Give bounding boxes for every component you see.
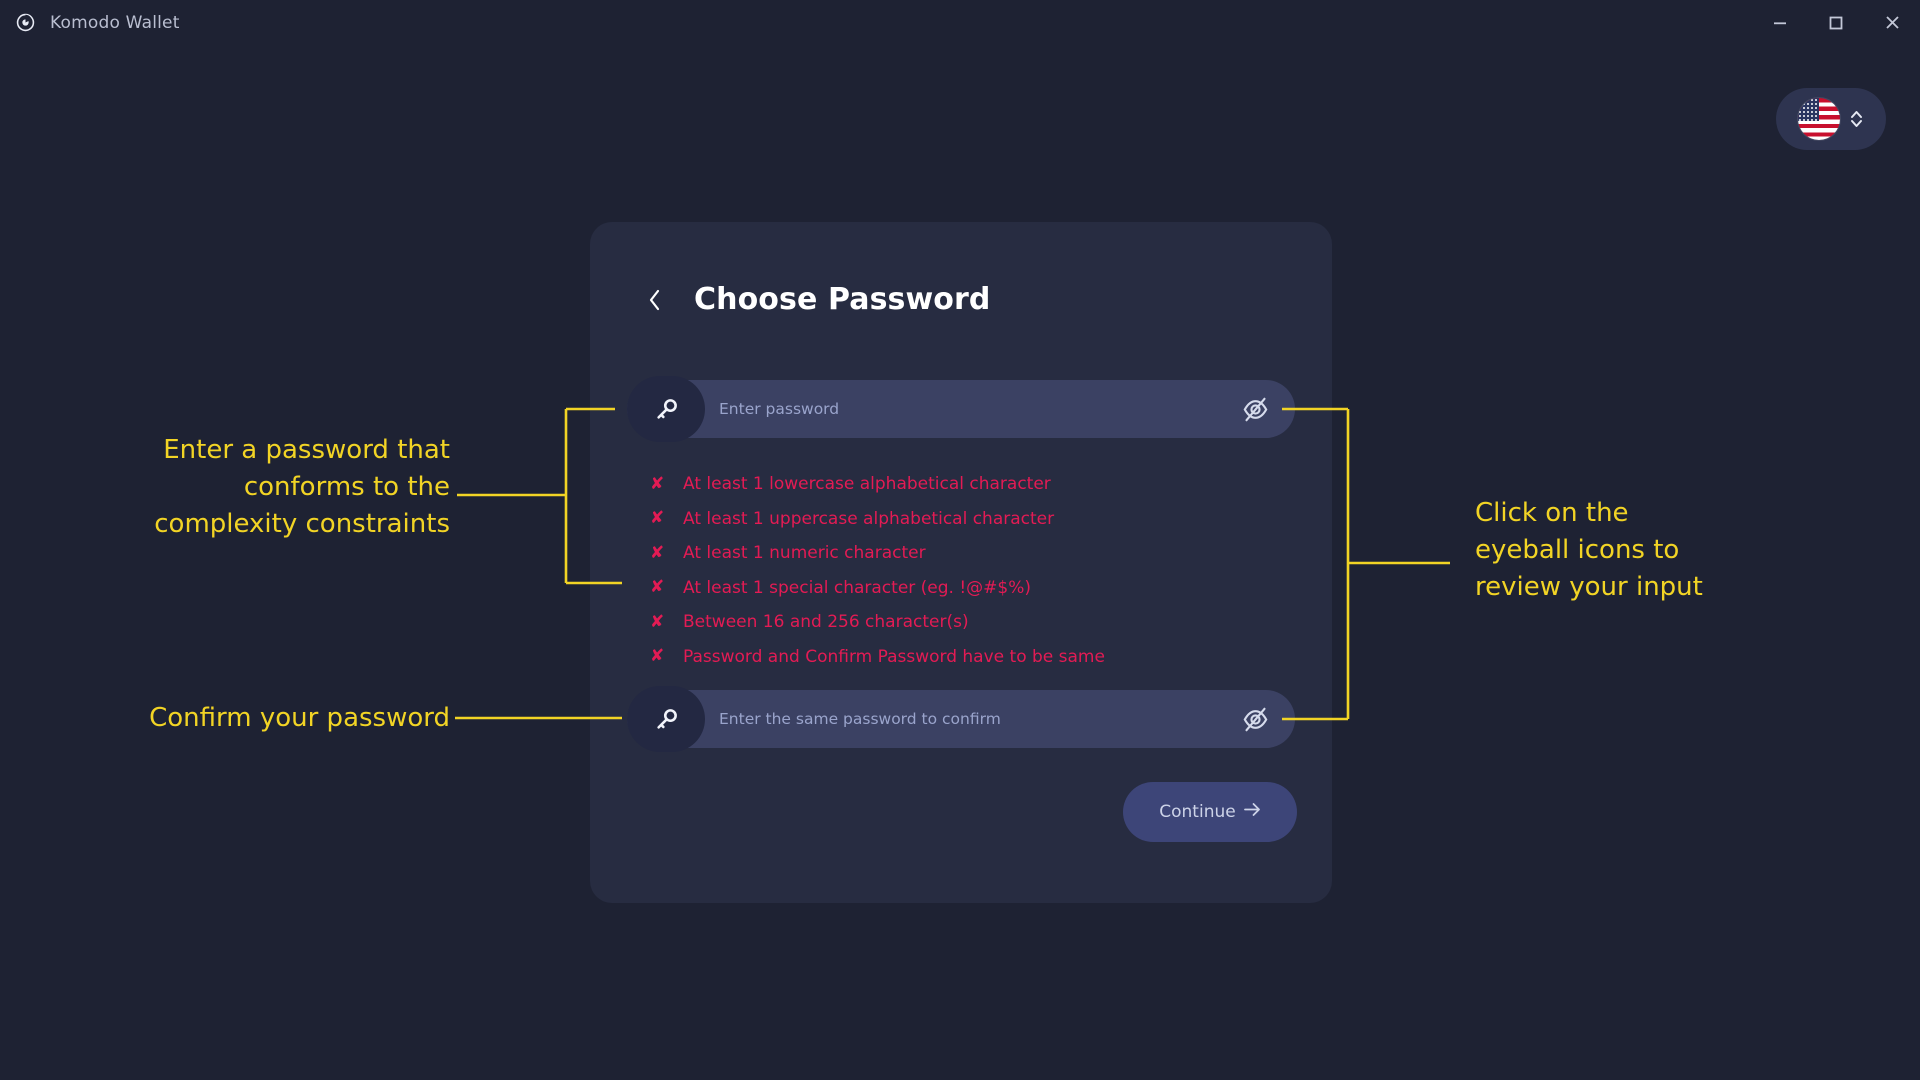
rule-item: ✘ At least 1 lowercase alphabetical char… <box>650 467 1270 502</box>
rule-fail-icon: ✘ <box>650 542 665 563</box>
rule-label: Password and Confirm Password have to be… <box>683 646 1105 667</box>
key-icon <box>627 686 705 752</box>
window-title: Komodo Wallet <box>50 12 180 33</box>
rule-item: ✘ At least 1 uppercase alphabetical char… <box>650 502 1270 537</box>
annotation-password-complexity: Enter a password that conforms to the co… <box>154 435 450 539</box>
annotation-eyeball-icons: Click on the eyeball icons to review you… <box>1475 498 1703 602</box>
rule-label: At least 1 special character (eg. !@#$%) <box>683 577 1032 598</box>
title-bar: Komodo Wallet <box>0 0 1920 45</box>
rule-item: ✘ At least 1 special character (eg. !@#$… <box>650 571 1270 606</box>
rule-fail-icon: ✘ <box>650 646 665 667</box>
rule-fail-icon: ✘ <box>650 473 665 494</box>
confirm-password-field-wrapper <box>627 686 1295 752</box>
page-title: Choose Password <box>694 282 991 317</box>
continue-button[interactable]: Continue <box>1123 782 1297 842</box>
confirm-password-input[interactable] <box>719 690 1199 748</box>
maximize-icon[interactable] <box>1808 0 1864 45</box>
rule-item: ✘ At least 1 numeric character <box>650 536 1270 571</box>
rule-label: At least 1 lowercase alphabetical charac… <box>683 474 1051 495</box>
password-field-wrapper <box>627 376 1295 442</box>
rule-label: At least 1 numeric character <box>683 543 926 564</box>
card-header: Choose Password <box>648 282 990 317</box>
close-icon[interactable] <box>1864 0 1920 45</box>
choose-password-card: Choose Password <box>590 222 1332 903</box>
eye-off-icon[interactable] <box>1239 394 1271 424</box>
annotation-confirm-password: Confirm your password <box>149 703 450 733</box>
rule-label: At least 1 uppercase alphabetical charac… <box>683 508 1055 529</box>
rule-fail-icon: ✘ <box>650 508 665 529</box>
rule-item: ✘ Between 16 and 256 character(s) <box>650 605 1270 640</box>
password-input[interactable] <box>719 380 1199 438</box>
arrow-right-icon <box>1243 802 1261 822</box>
rule-label: Between 16 and 256 character(s) <box>683 612 969 633</box>
continue-button-label: Continue <box>1159 802 1236 822</box>
eye-off-icon[interactable] <box>1239 704 1271 734</box>
minimize-icon[interactable] <box>1752 0 1808 45</box>
rule-item: ✘ Password and Confirm Password have to … <box>650 640 1270 675</box>
key-icon <box>627 376 705 442</box>
password-rules-list: ✘ At least 1 lowercase alphabetical char… <box>650 467 1270 674</box>
us-flag-icon <box>1798 98 1840 140</box>
rule-fail-icon: ✘ <box>650 611 665 632</box>
chevron-up-down-icon <box>1849 108 1864 130</box>
window-controls <box>1752 0 1920 45</box>
komodo-logo-icon <box>14 12 36 34</box>
language-selector[interactable] <box>1776 88 1886 150</box>
rule-fail-icon: ✘ <box>650 577 665 598</box>
chevron-left-icon[interactable] <box>648 286 666 314</box>
